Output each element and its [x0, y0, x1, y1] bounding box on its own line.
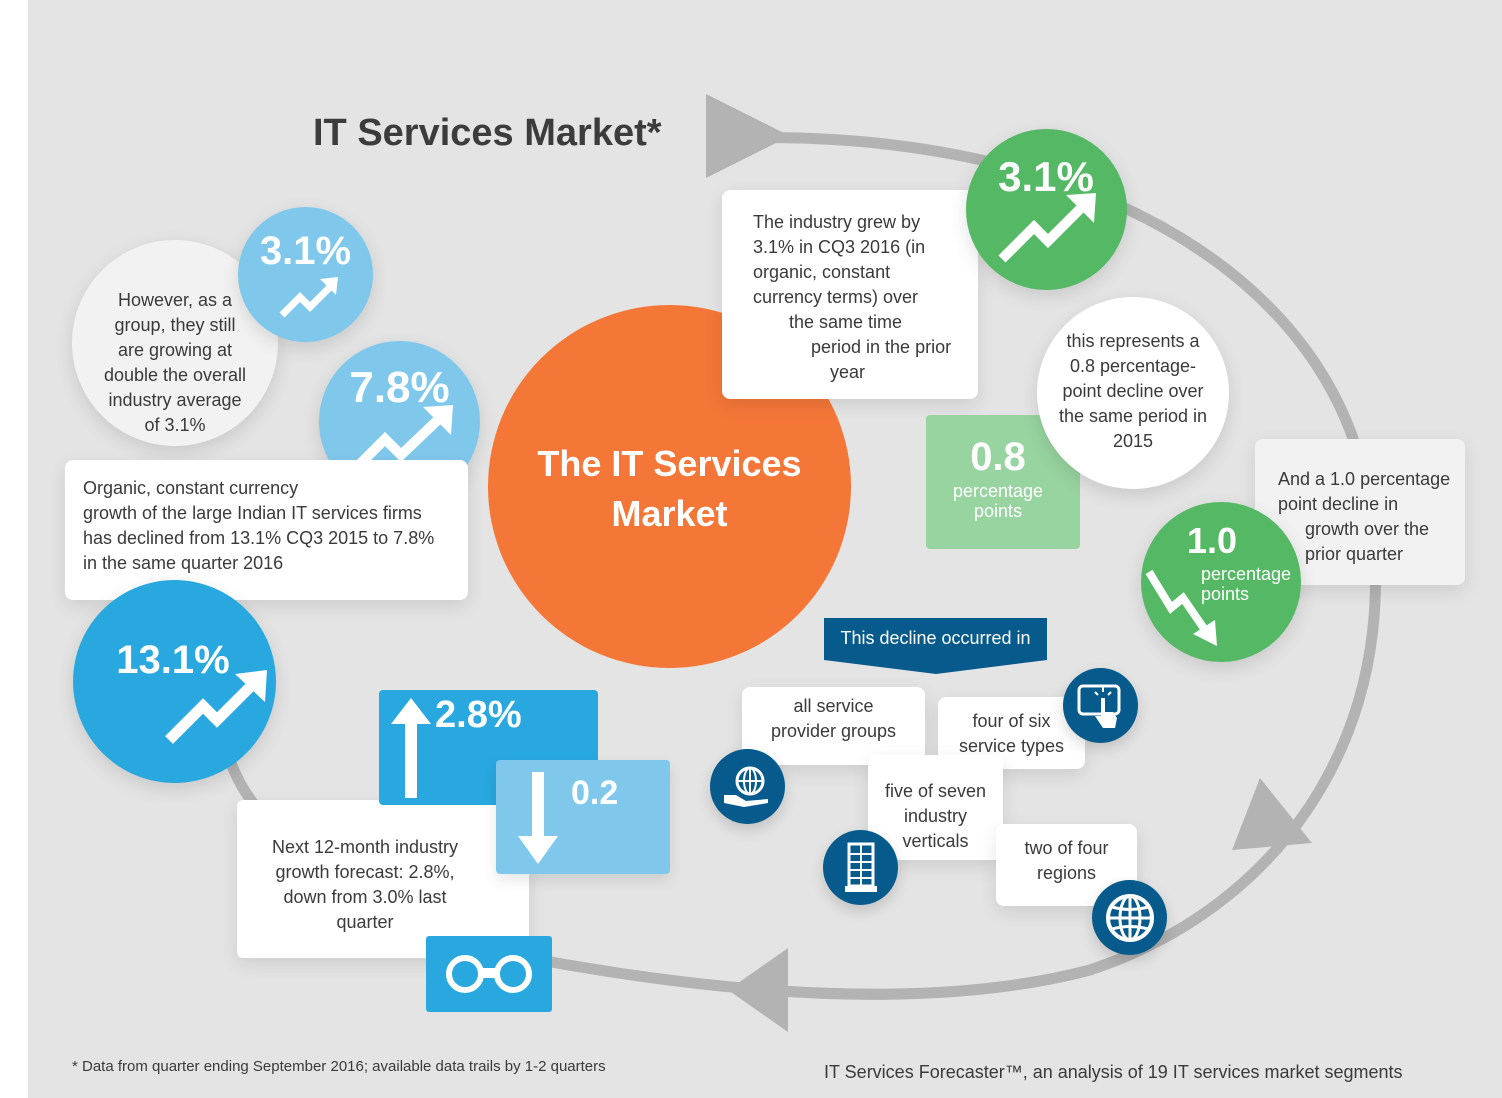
- industry-average-stat-circle: 3.1%: [238, 207, 373, 342]
- banner-shape: [824, 618, 1047, 674]
- ring-arrow-bottom: [728, 948, 788, 1032]
- decline-item-provider-groups: all service provider groups: [742, 687, 925, 765]
- trend-up-icon: [349, 405, 453, 475]
- decline-item-regions: two of four regions: [996, 824, 1137, 906]
- trend-down-icon: [1145, 569, 1217, 646]
- industry-growth-value: 3.1%: [998, 153, 1094, 200]
- trend-up-icon: [998, 193, 1096, 263]
- forecast-down-value: 0.2: [571, 774, 619, 812]
- decline-quarter-value: 1.0: [1187, 520, 1238, 561]
- decline-2015-value: 0.8: [970, 435, 1026, 479]
- decline-occurred-header: This decline occurred in: [824, 618, 1047, 674]
- organic-growth-card: Organic, constant currency growth of the…: [65, 460, 468, 600]
- industry-growth-card: The industry grew by 3.1% in CQ3 2016 (i…: [722, 190, 978, 399]
- arrow-up-icon: [391, 698, 431, 798]
- building-icon: [845, 842, 877, 892]
- forecast-down-box: 0.2: [496, 760, 670, 874]
- indian-firms-value: 7.8%: [349, 363, 450, 412]
- forecast-card: Next 12-month industry growth forecast: …: [237, 800, 529, 958]
- trend-up-icon: [165, 670, 267, 744]
- regions-icon-circle: [1092, 880, 1167, 955]
- industry-average-value: 3.1%: [259, 229, 352, 273]
- globe-icon: [1106, 894, 1154, 942]
- industry-verticals-icon-circle: [823, 830, 898, 905]
- ring-arrow-top: [706, 94, 790, 178]
- source-credit: IT Services Forecaster™, an analysis of …: [824, 1062, 1403, 1082]
- service-types-icon-circle: [1063, 668, 1138, 743]
- page-title: IT Services Market*: [313, 112, 662, 154]
- decline-item-industry-verticals: five of seven industry verticals: [868, 755, 1003, 860]
- footnote: * Data from quarter ending September 201…: [72, 1058, 606, 1075]
- binoculars-box: [426, 936, 552, 1012]
- binoculars-icon: [446, 955, 532, 993]
- touch-screen-icon: [1077, 684, 1121, 728]
- decline-2015-bubble: this represents a 0.8 percentage- point …: [1037, 297, 1229, 489]
- decline-quarter-stat-circle: 1.0 percentage points: [1141, 502, 1301, 662]
- prior-year-stat-circle: 13.1%: [73, 580, 276, 783]
- industry-growth-stat-circle: 3.1%: [966, 129, 1127, 290]
- ring-arrow-right: [1232, 778, 1312, 850]
- prior-year-value: 13.1%: [116, 638, 230, 682]
- provider-groups-icon-circle: [710, 749, 785, 824]
- trend-up-icon: [279, 277, 338, 318]
- arrow-down-icon: [518, 772, 558, 864]
- forecast-up-value: 2.8%: [435, 694, 522, 736]
- hand-globe-icon: [724, 766, 768, 807]
